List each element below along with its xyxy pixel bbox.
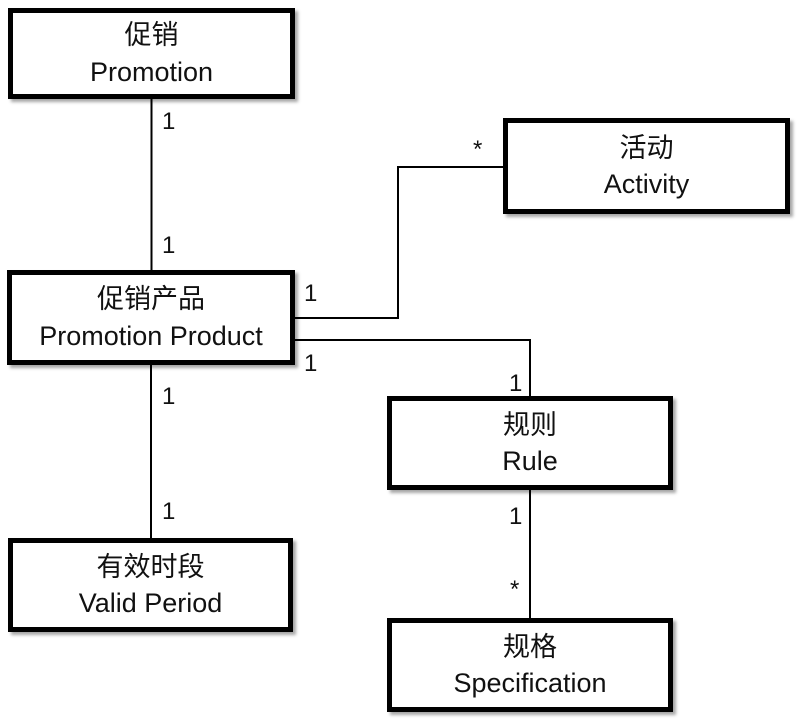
mult-promotion-product-end-to-valid-period: 1 [162,383,176,410]
node-valid-period-zh-label: 有效时段 [96,551,205,582]
node-promotion: 促销 Promotion [8,8,295,99]
mult-valid-period-end: 1 [162,498,176,525]
mult-rule-end-from-promotion-product: 1 [509,370,523,397]
mult-activity-end: * [473,136,483,163]
mult-promotion-end: 1 [162,108,176,135]
node-valid-period: 有效时段 Valid Period [8,538,293,632]
node-activity-en-label: Activity [603,169,690,199]
node-activity: 活动 Activity [503,118,790,214]
edge-promotion-product-to-rule [295,339,531,396]
mult-promotion-product-end-to-activity: 1 [304,280,318,307]
mult-promotion-product-end-from-promotion: 1 [162,232,176,259]
node-rule-zh-label: 规则 [503,409,557,440]
mult-promotion-product-end-to-rule: 1 [304,350,318,377]
node-rule-en-label: Rule [502,446,558,476]
node-promotion-product-zh-label: 促销产品 [97,284,205,315]
node-promotion-zh-label: 促销 [124,20,179,51]
node-valid-period-en-label: Valid Period [78,588,223,618]
node-promotion-product-en-label: Promotion Product [39,320,263,351]
mult-rule-end-to-specification: 1 [509,503,523,530]
node-promotion-product: 促销产品 Promotion Product [7,270,295,365]
node-specification-en-label: Specification [453,668,607,698]
node-promotion-en-label: Promotion [89,56,214,87]
mult-specification-end: * [510,576,520,603]
node-activity-zh-label: 活动 [619,132,674,163]
node-specification: 规格 Specification [387,618,673,712]
node-specification-zh-label: 规格 [503,631,557,662]
edge-promotion-product-to-activity [295,166,503,319]
node-rule: 规则 Rule [387,396,673,490]
